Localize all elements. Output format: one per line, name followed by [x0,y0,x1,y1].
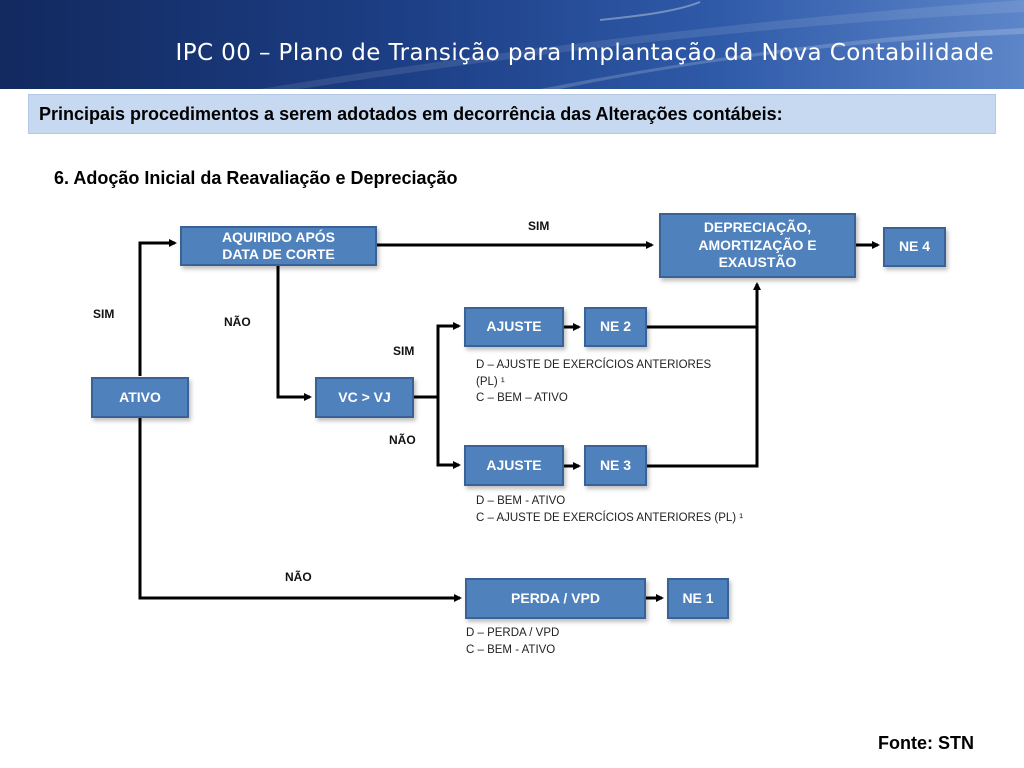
edge-label-nao-bottom: NÃO [285,570,312,584]
node-vcvj-label: VC > VJ [338,388,391,405]
node-ne4: NE 4 [883,227,946,267]
node-ajuste-top: AJUSTE [464,307,564,347]
edge-vcvj-ajuste-top [414,322,461,399]
note-ne2-line3: C – BEM – ATIVO [476,392,568,404]
note-ne2-line1: D – AJUSTE DE EXERCÍCIOS ANTERIORES [476,359,712,371]
node-ne2: NE 2 [584,307,647,347]
note-ne3-line1: D – BEM - ATIVO [476,495,566,507]
subtitle-text: Principais procedimentos a serem adotado… [39,104,783,124]
node-ajuste-bottom-label: AJUSTE [486,456,542,473]
node-aquirido-apos-data-de-corte: AQUIRIDO APÓS DATA DE CORTE [180,226,377,266]
note-ne1: D – PERDA / VPD C – BEM - ATIVO [466,625,559,658]
node-aquirido-line2: DATA DE CORTE [222,246,335,262]
header-banner: IPC 00 – Plano de Transição para Implant… [0,0,1024,89]
node-ajuste-bottom: AJUSTE [464,445,564,486]
source-footer: Fonte: STN [878,733,974,753]
header-swoosh-decoration [260,0,1024,89]
node-ajuste-top-label: AJUSTE [486,318,542,335]
edge-label-sim-vcvj: SIM [393,344,415,358]
node-perda-vpd: PERDA / VPD [465,578,646,619]
node-depreciacao-amortizacao-exaustao: DEPRECIAÇÃO, AMORTIZAÇÃO E EXAUSTÃO [659,213,856,278]
edge-ne3-depreciacao [647,282,761,468]
subtitle-bar: Principais procedimentos a serem adotado… [28,94,996,134]
node-depreciacao-line3: EXAUSTÃO [718,254,797,271]
node-vc-maior-vj: VC > VJ [315,377,414,418]
note-ne1-line2: C – BEM - ATIVO [466,643,556,656]
node-ne3-label: NE 3 [599,456,632,473]
edge-label-nao-aquirido: NÃO [224,315,251,329]
node-depreciacao-line2: AMORTIZAÇÃO E [698,236,817,253]
edge-ativo-perda [138,418,462,602]
note-ne3: D – BEM - ATIVO C – AJUSTE DE EXERCÍCIOS… [476,493,743,526]
edge-label-sim-ativo: SIM [93,307,115,321]
node-ne1-label: NE 1 [682,589,714,606]
note-ne2: D – AJUSTE DE EXERCÍCIOS ANTERIORES (PL)… [476,357,711,407]
edge-vcvj-ajuste-bottom [436,397,461,469]
section-heading: 6. Adoção Inicial da Reavaliação e Depre… [54,168,458,188]
edge-label-sim-top: SIM [528,219,550,233]
page-title: IPC 00 – Plano de Transição para Implant… [175,40,994,66]
node-ne1: NE 1 [667,578,729,619]
node-ativo-label: ATIVO [119,388,161,405]
edge-aquirido-vcvj [276,266,312,401]
note-ne2-line2: (PL) ¹ [476,375,505,388]
node-depreciacao-line1: DEPRECIAÇÃO, [703,219,812,236]
node-ne3: NE 3 [584,445,647,486]
note-ne1-line1: D – PERDA / VPD [466,627,560,639]
node-perda-label: PERDA / VPD [511,589,600,606]
edge-label-nao-vcvj: NÃO [389,433,416,447]
node-ne4-label: NE 4 [898,238,931,255]
note-ne3-line2: C – AJUSTE DE EXERCÍCIOS ANTERIORES (PL)… [476,511,744,524]
edge-ativo-aquirido [138,239,177,376]
node-ativo: ATIVO [91,377,189,418]
node-ne2-label: NE 2 [599,318,632,335]
node-aquirido-line1: AQUIRIDO APÓS [221,228,336,245]
